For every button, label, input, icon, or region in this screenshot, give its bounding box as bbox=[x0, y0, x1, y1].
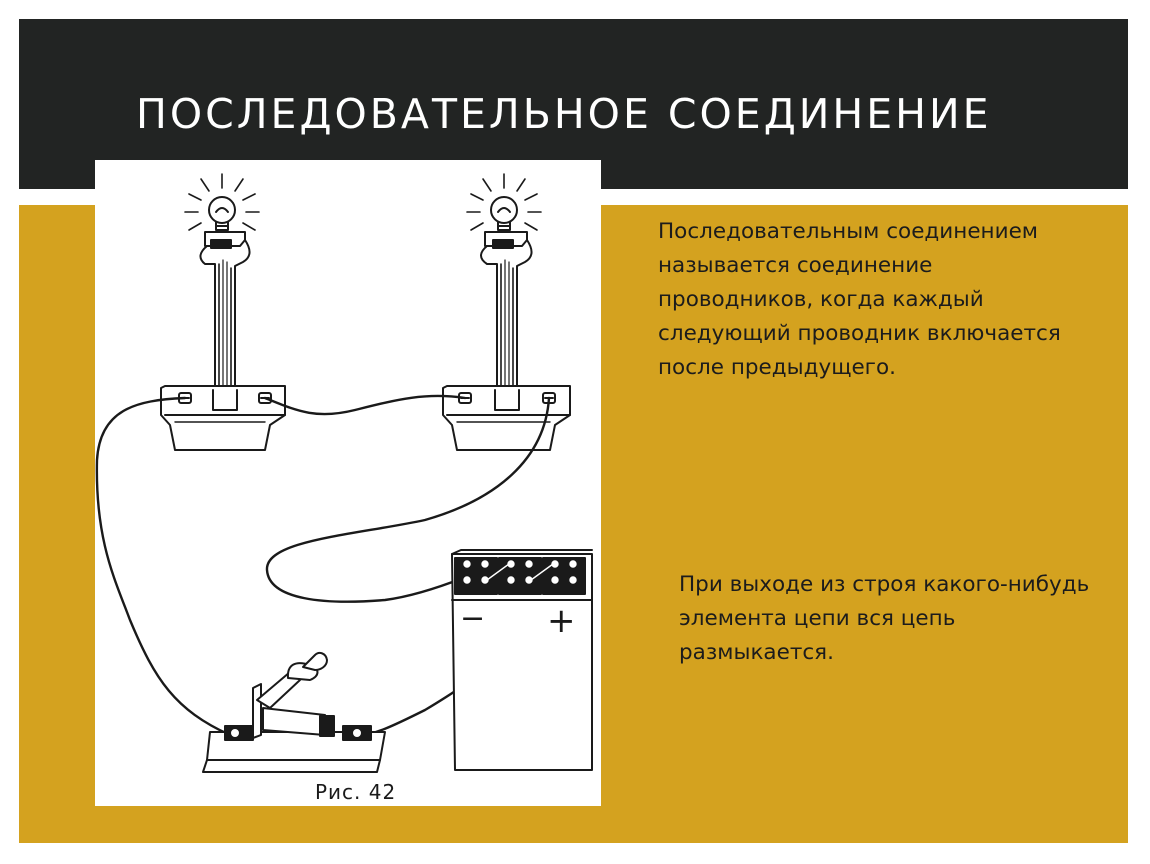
right-bulb-icon bbox=[490, 196, 518, 231]
right-lamp-rays-icon bbox=[466, 173, 542, 231]
circuit-figure: − + Рис. 42 bbox=[95, 160, 601, 806]
figure-caption: Рис. 42 bbox=[315, 780, 397, 804]
battery-minus-sign: − bbox=[460, 601, 485, 636]
left-bulb-icon bbox=[208, 196, 236, 231]
definition-text: Последовательным соединением называется … bbox=[658, 219, 1061, 380]
left-lamp-stand bbox=[160, 173, 286, 451]
left-lamp-rays-icon bbox=[184, 173, 260, 231]
knife-switch-icon bbox=[202, 651, 386, 773]
slide-title: ПОСЛЕДОВАТЕЛЬНОЕ СОЕДИНЕНИЕ bbox=[136, 90, 992, 138]
battery-plus-sign: + bbox=[547, 601, 576, 641]
battery-icon bbox=[451, 549, 593, 771]
note-text: При выходе из строя какого-нибудь элемен… bbox=[679, 572, 1090, 665]
right-lamp-stand bbox=[442, 173, 571, 451]
